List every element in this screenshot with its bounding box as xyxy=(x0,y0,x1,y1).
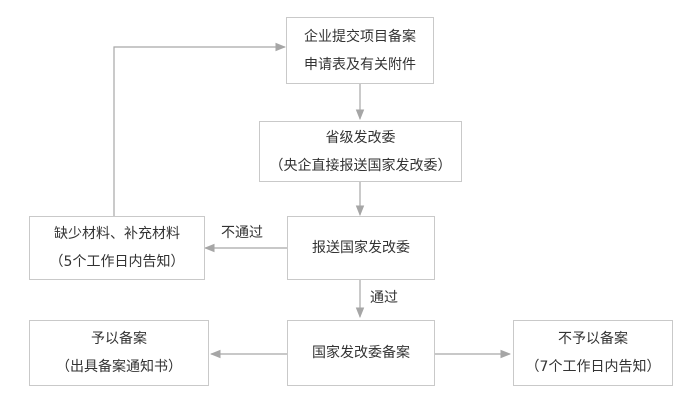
node-reject-record-line1: 不予以备案 xyxy=(558,331,628,347)
node-national-record: 国家发改委备案 xyxy=(287,320,435,386)
node-reject-record-line2: （7个工作日内告知） xyxy=(525,359,661,375)
node-provincial-ndrc-line1: 省级发改委 xyxy=(325,129,396,146)
node-enterprise-submit-line2: 申请表及有关附件 xyxy=(304,56,416,73)
node-reject-record: 不予以备案 （7个工作日内告知） xyxy=(513,320,673,386)
node-approve-record-line2: （出具备案通知书） xyxy=(56,359,182,375)
arrow-supplement-back-to-submit xyxy=(113,42,287,216)
node-submit-national-ndrc: 报送国家发改委 xyxy=(287,216,435,280)
node-supplement-materials-line1: 缺少材料、补充材料 xyxy=(54,226,180,242)
edge-label-fail: 不通过 xyxy=(221,225,263,241)
node-approve-record: 予以备案 （出具备案通知书） xyxy=(29,320,209,386)
node-provincial-ndrc-line2: （央企直接报送国家发改委） xyxy=(269,157,452,174)
node-national-record-line1: 国家发改委备案 xyxy=(312,345,410,361)
node-provincial-ndrc: 省级发改委 （央企直接报送国家发改委） xyxy=(259,121,462,182)
node-approve-record-line1: 予以备案 xyxy=(91,331,147,347)
edge-label-pass: 通过 xyxy=(370,290,398,306)
node-submit-national-ndrc-line1: 报送国家发改委 xyxy=(312,240,410,256)
node-enterprise-submit: 企业提交项目备案 申请表及有关附件 xyxy=(286,17,434,84)
node-enterprise-submit-line1: 企业提交项目备案 xyxy=(304,28,416,45)
node-supplement-materials: 缺少材料、补充材料 （5个工作日内告知） xyxy=(29,216,205,280)
node-supplement-materials-line2: （5个工作日内告知） xyxy=(49,254,185,270)
